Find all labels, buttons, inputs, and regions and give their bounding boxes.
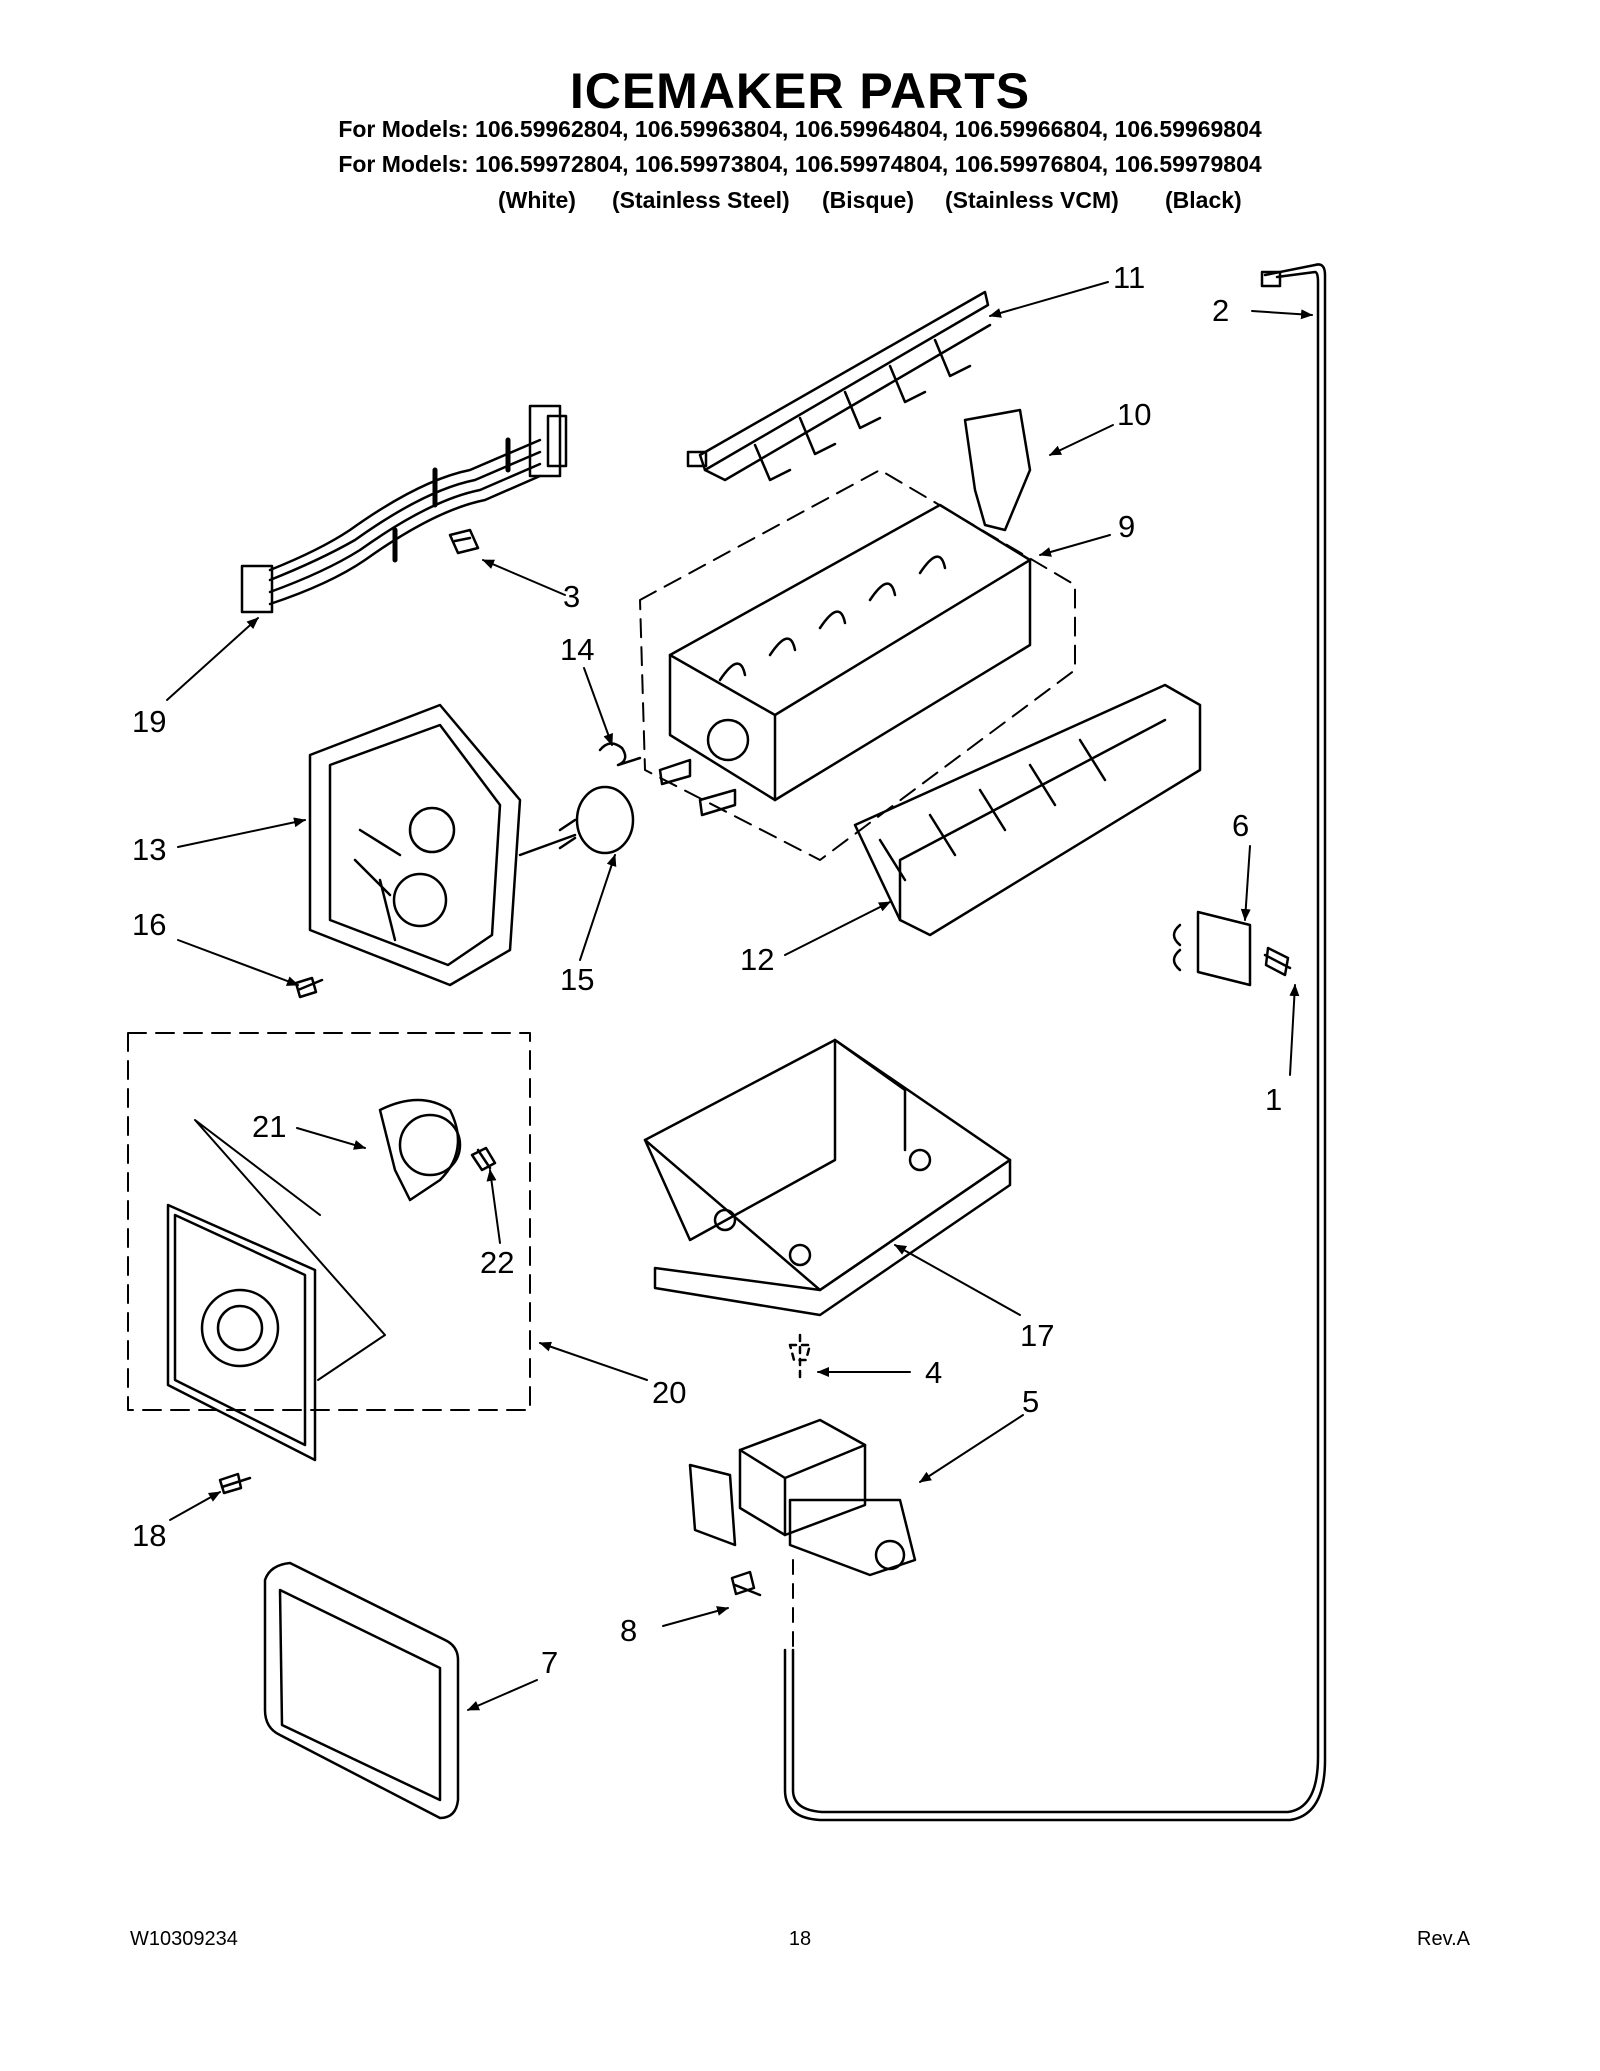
callout-17: 17 xyxy=(1020,1318,1054,1353)
color-legend: (White) (Stainless Steel) (Bisque) (Stai… xyxy=(0,187,1600,217)
screw-part-1 xyxy=(1263,946,1292,977)
mold-dashed-box xyxy=(639,469,1076,861)
callout-3: 3 xyxy=(563,579,580,614)
callout-8: 8 xyxy=(620,1613,637,1648)
callout-1: 1 xyxy=(1265,1082,1282,1117)
thermostat-part xyxy=(518,785,635,857)
callout-13: 13 xyxy=(132,832,166,867)
callout-9: 9 xyxy=(1118,509,1135,544)
callout-12: 12 xyxy=(740,942,774,977)
screw-part-8 xyxy=(730,1570,762,1597)
callout-11: 11 xyxy=(1113,260,1145,295)
callout-18: 18 xyxy=(132,1518,166,1553)
models-line-1: For Models: 106.59962804, 106.59963804, … xyxy=(338,116,1262,142)
ice-bin-part xyxy=(643,1038,1012,1317)
screw-part-16 xyxy=(294,976,324,999)
callout-4: 4 xyxy=(925,1355,942,1390)
models-line-2: For Models: 106.59972804, 106.59973804, … xyxy=(338,151,1262,177)
callout-leaders xyxy=(166,281,1313,1711)
spring-part xyxy=(598,742,642,767)
screw-part-18 xyxy=(218,1472,252,1495)
wire-clip-part xyxy=(448,528,480,555)
callout-16: 16 xyxy=(132,907,166,942)
mold-cover-part xyxy=(963,408,1032,532)
color-black: (Black) xyxy=(1165,187,1242,213)
color-white: (White) xyxy=(498,187,576,213)
callout-22: 22 xyxy=(480,1245,514,1280)
color-bisque: (Bisque) xyxy=(822,187,914,213)
fill-tube-part xyxy=(783,263,1327,1822)
control-assembly-part xyxy=(166,1119,386,1462)
callout-6: 6 xyxy=(1232,808,1249,843)
callout-21: 21 xyxy=(252,1109,286,1144)
callout-15: 15 xyxy=(560,962,594,997)
callout-5: 5 xyxy=(1022,1384,1039,1419)
screw-part-22 xyxy=(470,1146,497,1172)
ejector-part xyxy=(686,290,992,482)
callout-2: 2 xyxy=(1212,293,1229,328)
callout-14: 14 xyxy=(560,632,594,667)
revision: Rev.A xyxy=(1417,1928,1470,1950)
page-number: 18 xyxy=(788,1928,812,1950)
screw-part-4 xyxy=(788,1333,812,1382)
doc-number: W10309234 xyxy=(130,1928,238,1950)
motor-part xyxy=(378,1098,462,1202)
color-stainless-vcm: (Stainless VCM) xyxy=(945,187,1119,213)
mold-part xyxy=(658,503,1032,817)
wire-harness-part xyxy=(240,404,568,614)
callout-10: 10 xyxy=(1117,397,1151,432)
color-stainless-steel: (Stainless Steel) xyxy=(612,187,790,213)
callout-7: 7 xyxy=(541,1645,558,1680)
mounting-bracket-part xyxy=(1172,910,1252,987)
page-title: ICEMAKER PARTS xyxy=(569,63,1031,119)
ice-stripper-part xyxy=(853,683,1202,937)
bin-cover-part xyxy=(263,1561,460,1820)
callout-20: 20 xyxy=(652,1375,686,1410)
callout-19: 19 xyxy=(132,704,166,739)
callout-numbers: 1 2 3 4 5 6 7 8 9 10 11 12 13 14 15 16 1… xyxy=(132,260,1282,1680)
control-housing-part xyxy=(308,703,522,987)
water-valve-part xyxy=(688,1418,917,1577)
control-assembly-dashed-box xyxy=(127,1032,531,1411)
